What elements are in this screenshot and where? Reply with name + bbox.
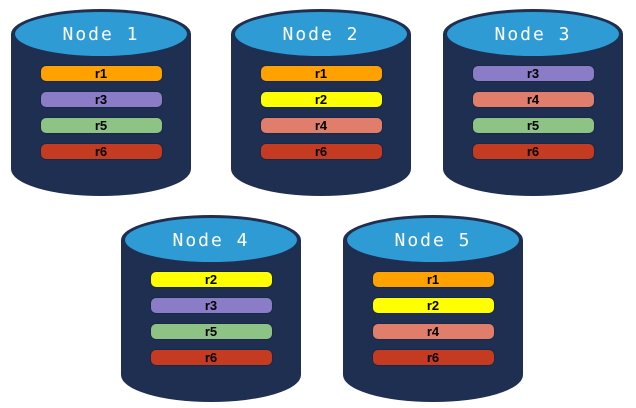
node-title: Node 2 [282, 23, 360, 45]
node-title: Node 3 [494, 23, 572, 45]
database-node-3: Node 3 r3 r4 r5 r6 [443, 9, 623, 196]
node-title: Node 4 [172, 229, 250, 251]
replica-list: r1 r3 r5 r6 [11, 66, 191, 159]
replica-bar-r5: r5 [472, 118, 594, 133]
database-node-2: Node 2 r1 r2 r4 r6 [231, 9, 411, 196]
cylinder-top-face [125, 218, 297, 262]
database-node-4: Node 4 r2 r3 r5 r6 [121, 215, 301, 402]
cylinder-body [231, 34, 411, 196]
replica-bar-r1: r1 [372, 272, 494, 287]
replica-list: r1 r2 r4 r6 [343, 272, 523, 365]
cylinder-top-face [15, 12, 187, 56]
replica-bar-r5: r5 [40, 118, 162, 133]
replica-bar-r3: r3 [150, 298, 272, 313]
replica-list: r1 r2 r4 r6 [231, 66, 411, 159]
replica-bar-r4: r4 [372, 324, 494, 339]
replica-bar-r4: r4 [260, 118, 382, 133]
replica-bar-r2: r2 [260, 92, 382, 107]
cylinder-body [443, 34, 623, 196]
replica-bar-r5: r5 [150, 324, 272, 339]
cylinder-top-rim: Node 3 [443, 9, 623, 59]
replica-bar-r4: r4 [472, 92, 594, 107]
replica-bar-r6: r6 [150, 350, 272, 365]
cylinder-body [121, 240, 301, 402]
replica-bar-r6: r6 [372, 350, 494, 365]
cylinder-top-rim: Node 1 [11, 9, 191, 59]
cylinder-body [11, 34, 191, 196]
replica-bar-r2: r2 [372, 298, 494, 313]
database-node-1: Node 1 r1 r3 r5 r6 [11, 9, 191, 196]
replica-bar-r3: r3 [472, 66, 594, 81]
replica-bar-r6: r6 [472, 144, 594, 159]
replica-bar-r1: r1 [40, 66, 162, 81]
cylinder-body [343, 240, 523, 402]
cylinder-top-rim: Node 4 [121, 215, 301, 265]
replica-bar-r3: r3 [40, 92, 162, 107]
replica-list: r3 r4 r5 r6 [443, 66, 623, 159]
cylinder-top-face [447, 12, 619, 56]
database-node-5: Node 5 r1 r2 r4 r6 [343, 215, 523, 402]
replica-list: r2 r3 r5 r6 [121, 272, 301, 365]
cylinder-top-rim: Node 5 [343, 215, 523, 265]
replica-bar-r2: r2 [150, 272, 272, 287]
cylinder-top-face [347, 218, 519, 262]
cylinder-top-face [235, 12, 407, 56]
node-title: Node 5 [394, 229, 472, 251]
replica-bar-r6: r6 [260, 144, 382, 159]
cylinder-top-rim: Node 2 [231, 9, 411, 59]
replica-bar-r6: r6 [40, 144, 162, 159]
replica-bar-r1: r1 [260, 66, 382, 81]
node-title: Node 1 [62, 23, 140, 45]
